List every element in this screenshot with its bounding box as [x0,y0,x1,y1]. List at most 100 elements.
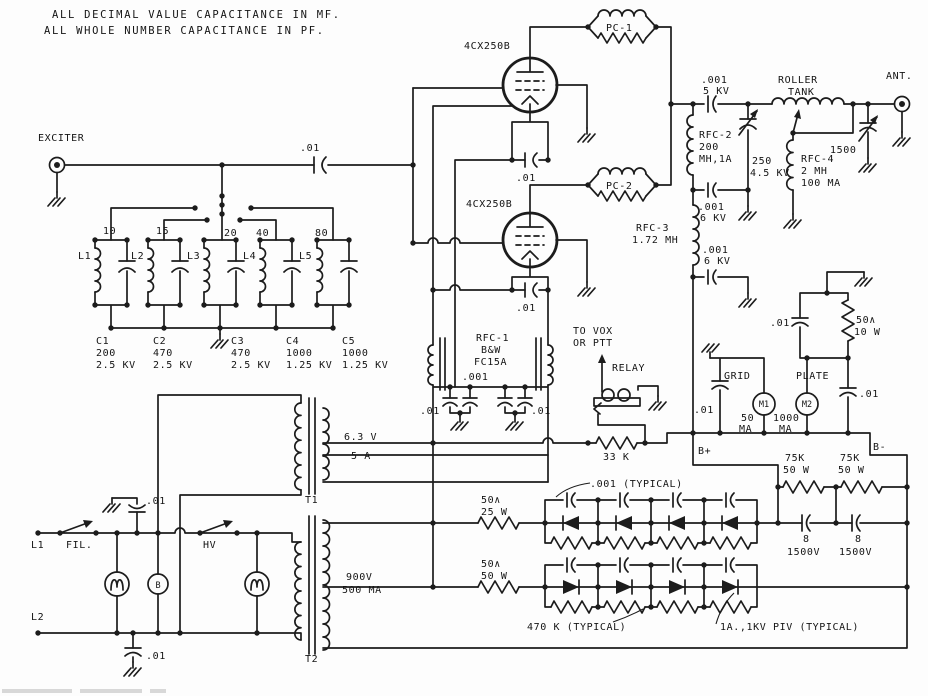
junction-dot [201,302,207,308]
inductor-label-l5: L5 [299,251,312,262]
ground-icon [892,131,911,147]
ground-icon [123,661,142,677]
coil-rfc1-left [427,344,434,386]
ac-l2-label: L2 [31,612,44,623]
coil-l4 [259,247,267,293]
bypass2-label-1: .001 [702,245,728,256]
cap-c4-value: 1000 [286,348,312,359]
junction-dot [155,530,161,536]
load-cap-arrow [870,115,878,124]
junction-dot [701,497,707,503]
junction-dot [314,237,320,243]
bypass2-label-2: 6 KV [704,256,730,267]
ground-icon [701,343,720,359]
junction-dot [346,237,352,243]
hv-winding-label-2: 500 MA [342,585,382,596]
note-line1: ALL DECIMAL VALUE CAPACITANCE IN MF. [52,9,341,21]
junction-dot [668,101,674,107]
wire-filament [322,432,908,649]
coil-t1-primary [293,402,302,491]
coil-rfc2 [686,114,694,176]
r25-label-1: 50∧ [481,495,501,506]
fil-cap-label: .01 [146,496,166,507]
junction-dot [197,530,203,536]
junction-dot [124,237,130,243]
junction-dot [850,101,856,107]
junction-dot [93,530,99,536]
junction-dot [833,484,839,490]
grid-label: GRID [724,371,750,382]
junction-dot [595,520,601,526]
junction-dot [219,202,225,208]
junction-dot [701,584,707,590]
junction-dot [653,24,659,30]
band-label-10: 10 [103,226,116,237]
junction-dot [92,302,98,308]
cap-c3-value: 470 [231,348,251,359]
blocking-cap-label: .001 [701,75,727,86]
coil-roller-tank [771,97,845,105]
rfc1-cap001-label: .001 [462,372,488,383]
cap-c5-ref: C5 [342,336,355,347]
junction-dot [648,520,654,526]
junction-dot [804,355,810,361]
m2-range-1: 1000 [773,413,799,424]
cap-c2-rating: 2.5 KV [153,360,193,371]
junction-dot [904,520,910,526]
leader-diode-note [715,592,735,625]
cap-c5-value: 1000 [342,348,368,359]
inductor-label-l3: L3 [187,251,200,262]
rfc1-cap01-left-label: .01 [420,406,440,417]
coil-rfc3 [692,204,700,266]
junction-dot [509,157,515,163]
relay-label: RELAY [612,363,645,374]
m1-label: M1 [759,400,769,410]
ground-icon [210,333,229,349]
junction-dot [754,520,760,526]
input-cap-label: .01 [300,143,320,154]
cap-plate-01-right [839,387,857,397]
wire-pc2 [587,173,657,197]
junction-dot [447,384,453,390]
rfc3-label-2: 1.72 MH [632,235,678,246]
resistor-50-10w [841,299,855,342]
cap-grid-01 [711,380,729,390]
coil-rfc4 [785,139,794,191]
exciter-label: EXCITER [38,133,85,144]
junction-dot [690,187,696,193]
tube-v1 [501,56,559,114]
junction-dot [346,302,352,308]
r33k-label: 33 K [603,452,629,463]
junction-dot [745,101,751,107]
junction-dot [233,302,239,308]
cap-note-label: .001 (TYPICAL) [590,479,683,490]
ground-icon [854,271,873,287]
m2-range-2: MA [779,424,792,435]
band-label-20: 20 [224,228,237,239]
bypass1-label-2: 6 KV [700,213,726,224]
junction-dot [237,217,243,223]
junction-dot [545,157,551,163]
cap-c1-ref: C1 [96,336,109,347]
ground-icon [577,127,596,143]
filter2-label-2: 1500V [839,547,872,558]
wire-metering [709,271,865,434]
r50-label-1: 50∧ [481,559,501,570]
ground-icon [738,205,757,221]
fil-switch-arrow [83,520,93,528]
resistor-75k-1 [782,480,825,494]
junction-dot [114,530,120,536]
pc1-label: PC-1 [606,23,632,34]
filter1-label-2: 1500V [787,547,820,558]
cap-bypass-6kv-1 [707,182,717,198]
junction-dot [410,162,416,168]
junction-dot [430,520,436,526]
wire-pc-bus [655,26,672,186]
caps-rfc1 [442,397,533,407]
junction-dot [219,162,225,168]
ground-icon [450,415,469,431]
tube-v2-label: 4CX250B [466,199,512,210]
ground-icon [102,497,121,513]
b-minus-label: B- [873,442,886,453]
